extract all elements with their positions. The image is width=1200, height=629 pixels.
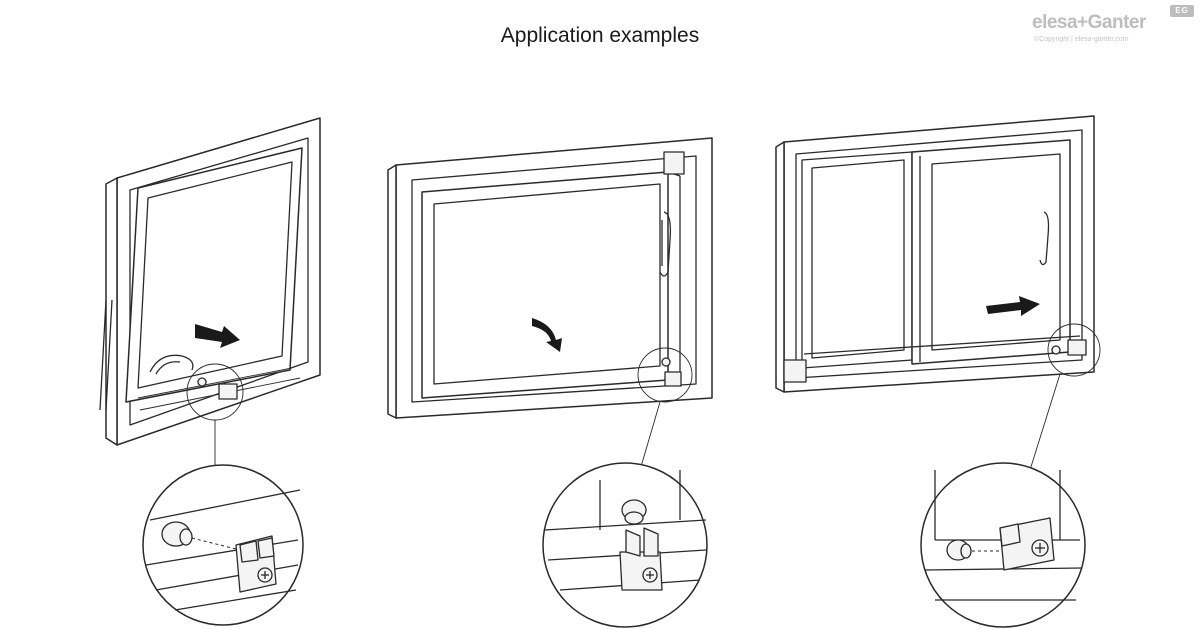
window-handle [1039, 211, 1050, 266]
window-handle [659, 211, 672, 277]
window-glass [931, 153, 1061, 351]
brand-logo: elesa+Ganter EG ©Copyright | elesa-gante… [1030, 4, 1198, 48]
diagram-top-hung-window [99, 117, 321, 626]
page-title: Application examples [500, 24, 700, 47]
catch-part-top [663, 151, 685, 175]
detail-marker [637, 347, 693, 403]
window-inner-frame [411, 155, 697, 403]
catch-part-left [783, 359, 807, 383]
catch-part-small [664, 371, 682, 387]
window-sash [125, 147, 303, 403]
detail-zoom-content [924, 470, 1083, 601]
direction-arrow-icon [532, 318, 562, 352]
diagram-sliding-window [775, 115, 1101, 628]
detail-zoom-content [145, 489, 301, 611]
detail-marker [1047, 323, 1101, 377]
diagram-side-hung-window [387, 137, 713, 628]
detail-zoom-content [544, 470, 707, 591]
catch-part-small [1067, 339, 1087, 356]
catch-part-small [218, 383, 238, 400]
window-glass [433, 183, 661, 385]
window-inner-frame [795, 129, 1083, 379]
logo-text: elesa+Ganter [1032, 12, 1146, 33]
window-handle [149, 354, 194, 373]
logo-badge: EG [1170, 5, 1194, 17]
logo-copyright: ©Copyright | elesa-ganter.com [1034, 36, 1129, 43]
window-glass [137, 161, 293, 389]
direction-arrow-icon [195, 324, 240, 348]
window-frame-side [387, 164, 397, 419]
detail-zoom-circle [542, 462, 708, 628]
direction-arrow-icon [986, 296, 1040, 316]
window-frame-side [775, 141, 785, 393]
detail-zoom-circle [142, 464, 304, 626]
window-sash [421, 171, 669, 399]
